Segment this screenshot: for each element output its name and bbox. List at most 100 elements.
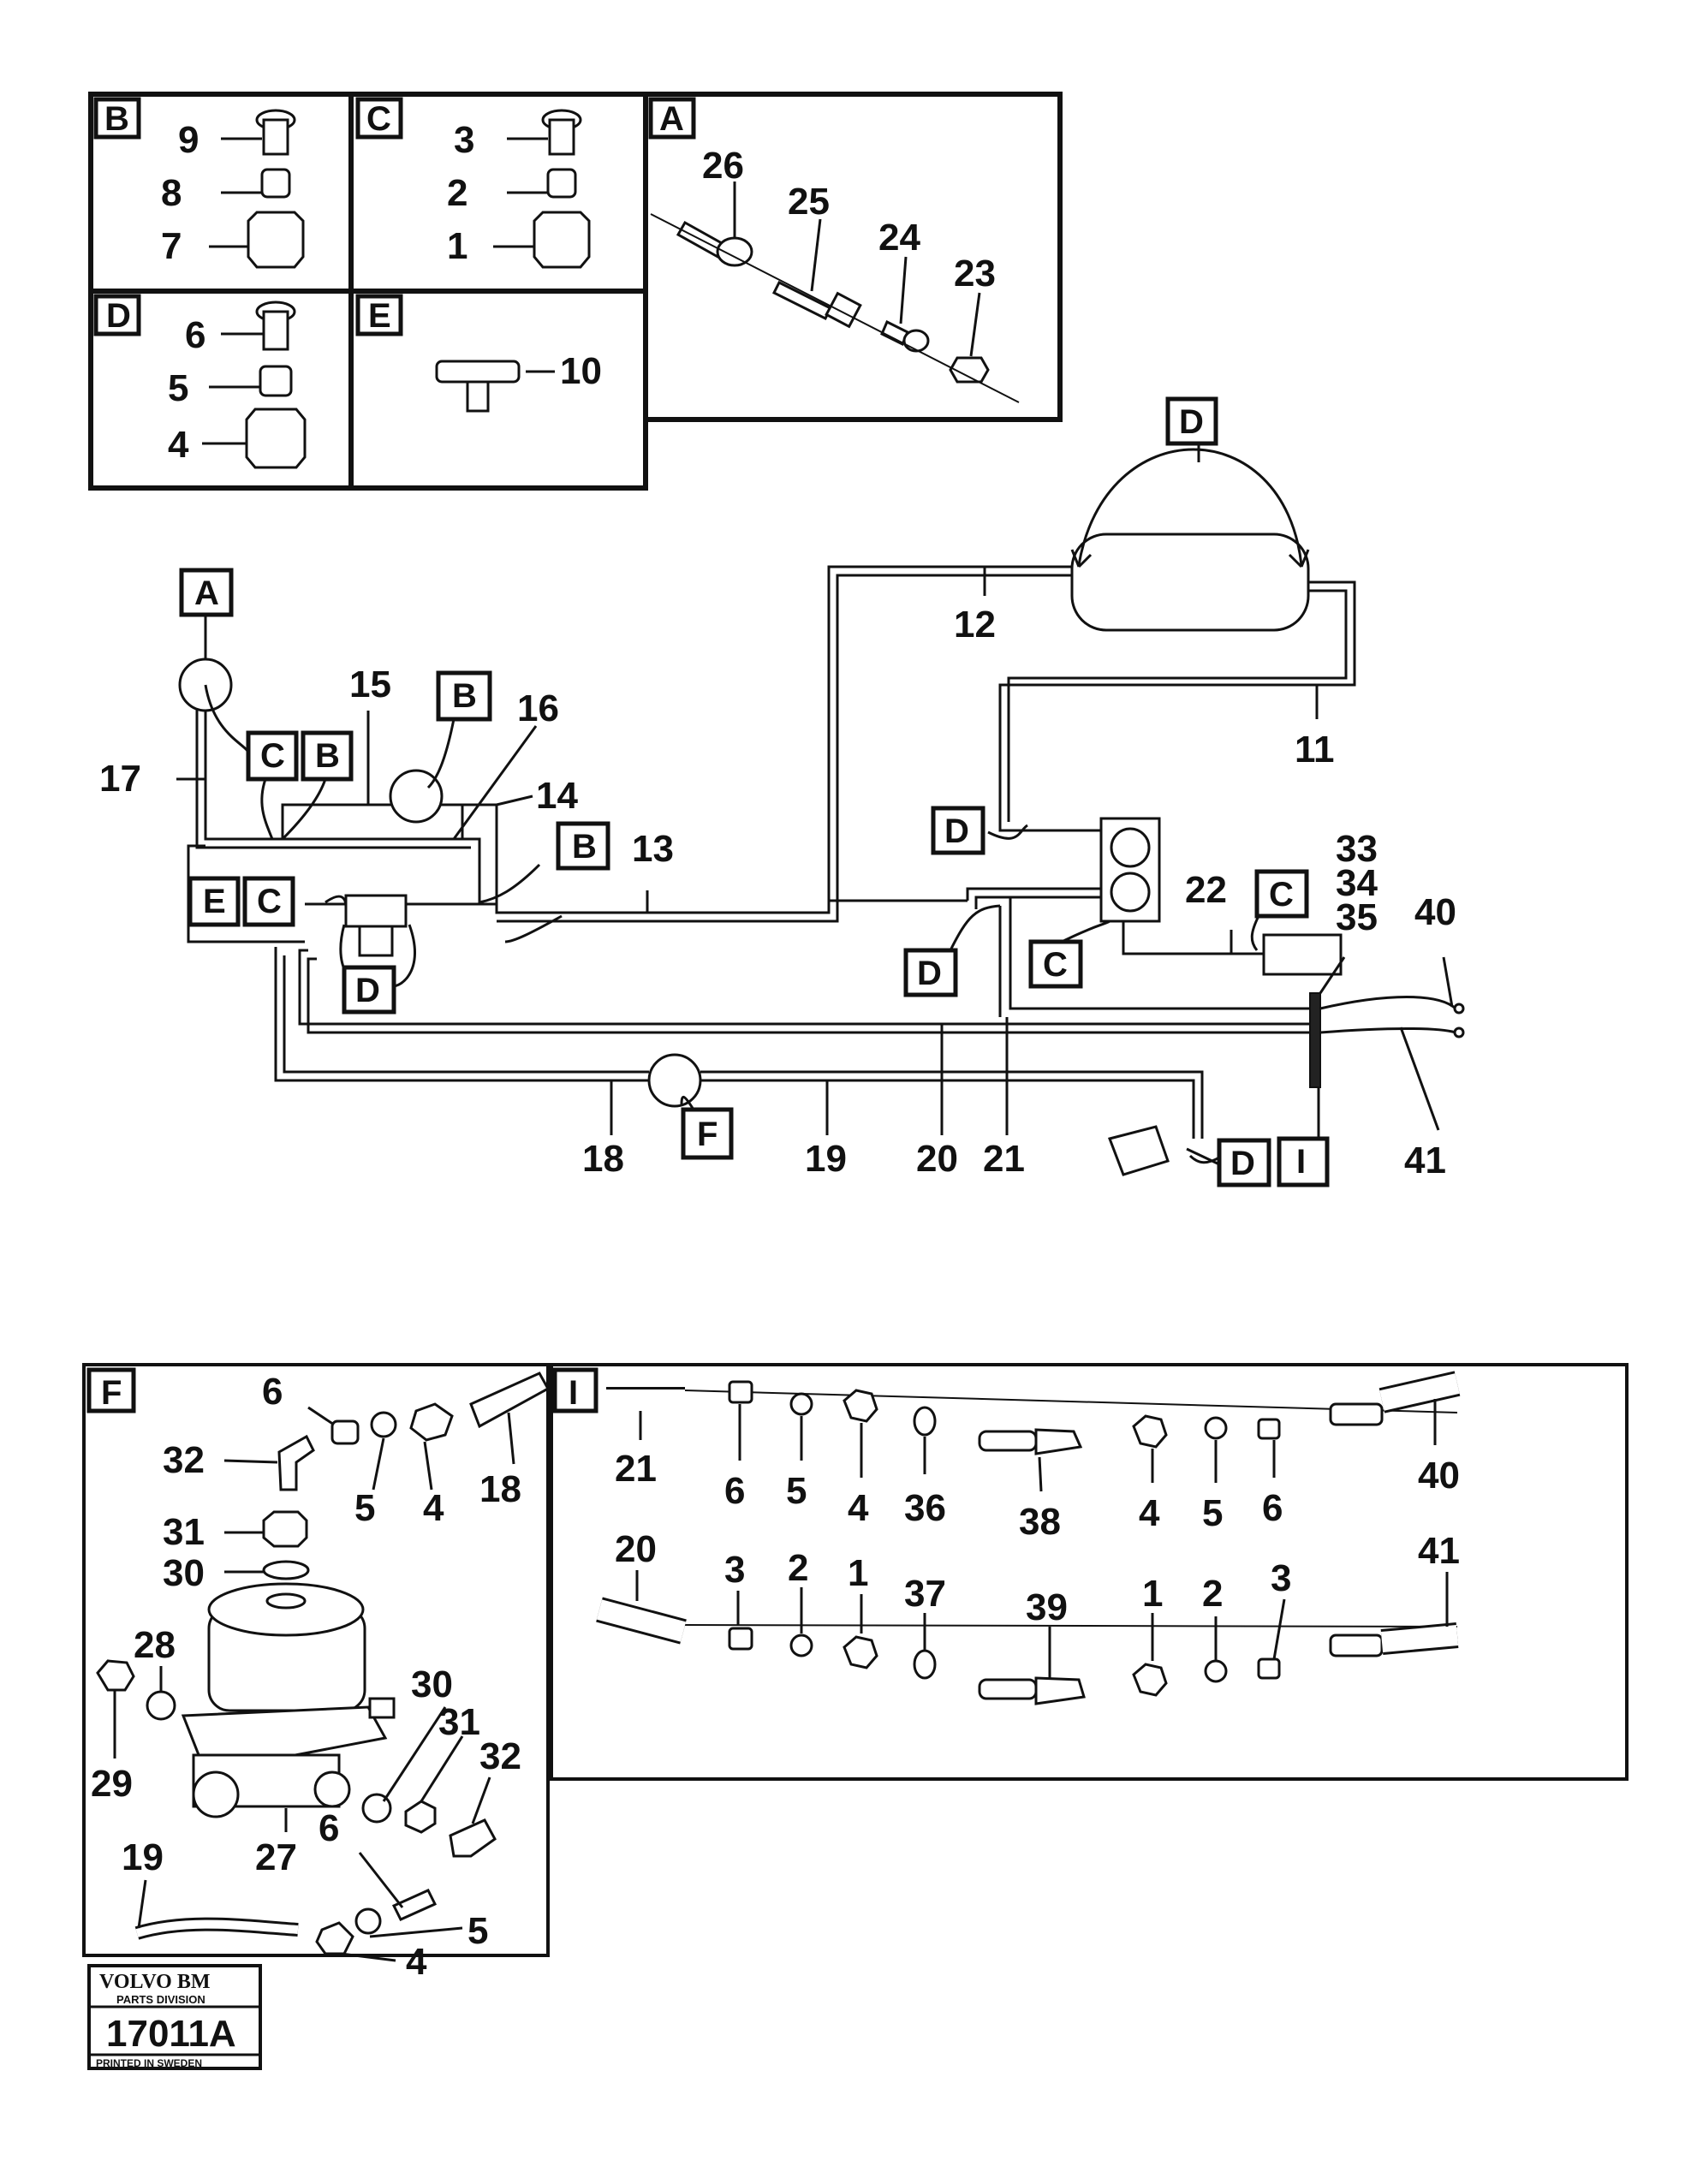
num-14: 14 [536,775,578,817]
air-tank-shape [1070,533,1310,632]
nut-shape [247,211,305,269]
tag-I: I [1277,1136,1330,1187]
gauge-15-shape [389,769,444,824]
num-15: 15 [349,664,391,705]
f-num-4b: 4 [406,1941,427,1983]
f-num-28: 28 [134,1624,176,1666]
svg-text:E: E [203,883,226,920]
f-num-31b: 31 [438,1701,480,1743]
part-num-9: 9 [178,119,199,161]
num-13: 13 [632,828,674,870]
num-41: 41 [1404,1140,1446,1181]
inset-B: B 9 8 7 [93,97,305,269]
i-num-2a: 2 [788,1547,808,1589]
f-num-5b: 5 [467,1910,488,1952]
tag-B-3: B [556,821,610,871]
svg-text:B: B [452,677,477,715]
tag-C-2: C [242,876,295,927]
i-num-37: 37 [904,1573,946,1615]
stamp-printed: PRINTED IN SWEDEN [96,2057,202,2069]
i-num-4b: 4 [1139,1492,1160,1534]
part-num-1: 1 [447,225,467,267]
f-num-30b: 30 [411,1663,453,1705]
gauge-F-shape [647,1053,702,1108]
tag-D-5: D [1217,1138,1271,1187]
svg-text:F: F [101,1374,122,1412]
f-num-6b: 6 [319,1807,339,1849]
svg-text:C: C [1043,946,1068,984]
inset-A-tag: A [648,97,696,140]
svg-text:B: B [315,737,340,775]
f-num-29: 29 [91,1763,133,1805]
tee-fitting-shape [435,360,521,384]
main-schematic [176,437,1465,1176]
num-20: 20 [916,1138,958,1180]
f-num-32b: 32 [479,1735,521,1777]
f-num-31a: 31 [163,1511,205,1553]
part-num-25: 25 [788,181,830,223]
part-num-3: 3 [454,119,474,161]
sleeve-shape [260,168,291,199]
svg-text:C: C [366,100,391,138]
end-valve-shape [1108,1125,1170,1176]
i-num-1b: 1 [1142,1573,1163,1615]
svg-text:D: D [917,955,942,992]
svg-text:A: A [194,574,219,612]
inset-D: D 6 5 4 [93,294,307,469]
num-12: 12 [954,604,996,646]
i-num-5b: 5 [1202,1492,1223,1534]
inset-F: F [86,1367,551,1983]
f-num-5a: 5 [354,1487,375,1529]
i-num-20: 20 [615,1528,657,1570]
svg-text:F: F [697,1116,718,1153]
volvo-stamp: VOLVO BM PARTS DIVISION 17011A PRINTED I… [87,1964,262,2070]
tag-B-2: B [436,670,492,722]
i-num-5a: 5 [786,1470,807,1512]
i-num-2b: 2 [1202,1573,1223,1615]
num-19: 19 [805,1138,847,1180]
i-num-1a: 1 [848,1552,868,1594]
num-18: 18 [582,1138,624,1180]
svg-text:D: D [106,297,131,335]
stamp-brand: VOLVO BM [99,1971,211,1993]
tag-E: E [188,876,241,927]
valve-shape [344,894,408,928]
part-num-26: 26 [702,145,744,187]
inset-B-tag: B [93,97,141,140]
svg-text:A: A [659,100,684,138]
part-num-2: 2 [447,172,467,214]
tag-F: F [681,1107,734,1160]
inset-C-tag: C [355,97,403,140]
part-num-23: 23 [954,253,996,295]
tag-C-3: C [1028,939,1083,989]
svg-text:D: D [1179,403,1204,441]
inset-frames-top [88,92,1063,491]
num-21: 21 [983,1138,1025,1180]
stamp-code: 17011A [106,2013,236,2055]
inset-E-tag: E [355,294,403,336]
tag-C-4: C [1254,869,1309,919]
num-16: 16 [517,687,559,729]
svg-text:C: C [260,737,285,775]
part-num-6: 6 [185,314,205,356]
svg-text:I: I [569,1374,578,1412]
i-num-39: 39 [1026,1586,1068,1628]
num-40: 40 [1414,891,1456,933]
inset-D-tag: D [93,294,141,336]
num-35: 35 [1336,896,1378,938]
svg-text:D: D [355,972,380,1009]
svg-text:C: C [1269,876,1294,913]
i-num-41: 41 [1418,1530,1460,1572]
part-num-10: 10 [560,350,602,392]
i-num-21: 21 [615,1448,657,1490]
part-num-24: 24 [878,217,920,259]
i-num-40: 40 [1418,1455,1460,1497]
inset-F-tag: F [86,1367,136,1413]
i-num-4a: 4 [848,1487,869,1529]
f-num-4a: 4 [423,1487,444,1529]
svg-text:B: B [104,100,129,138]
tag-D-3: D [931,806,985,855]
svg-text:E: E [368,297,391,335]
svg-text:I: I [1296,1143,1306,1181]
